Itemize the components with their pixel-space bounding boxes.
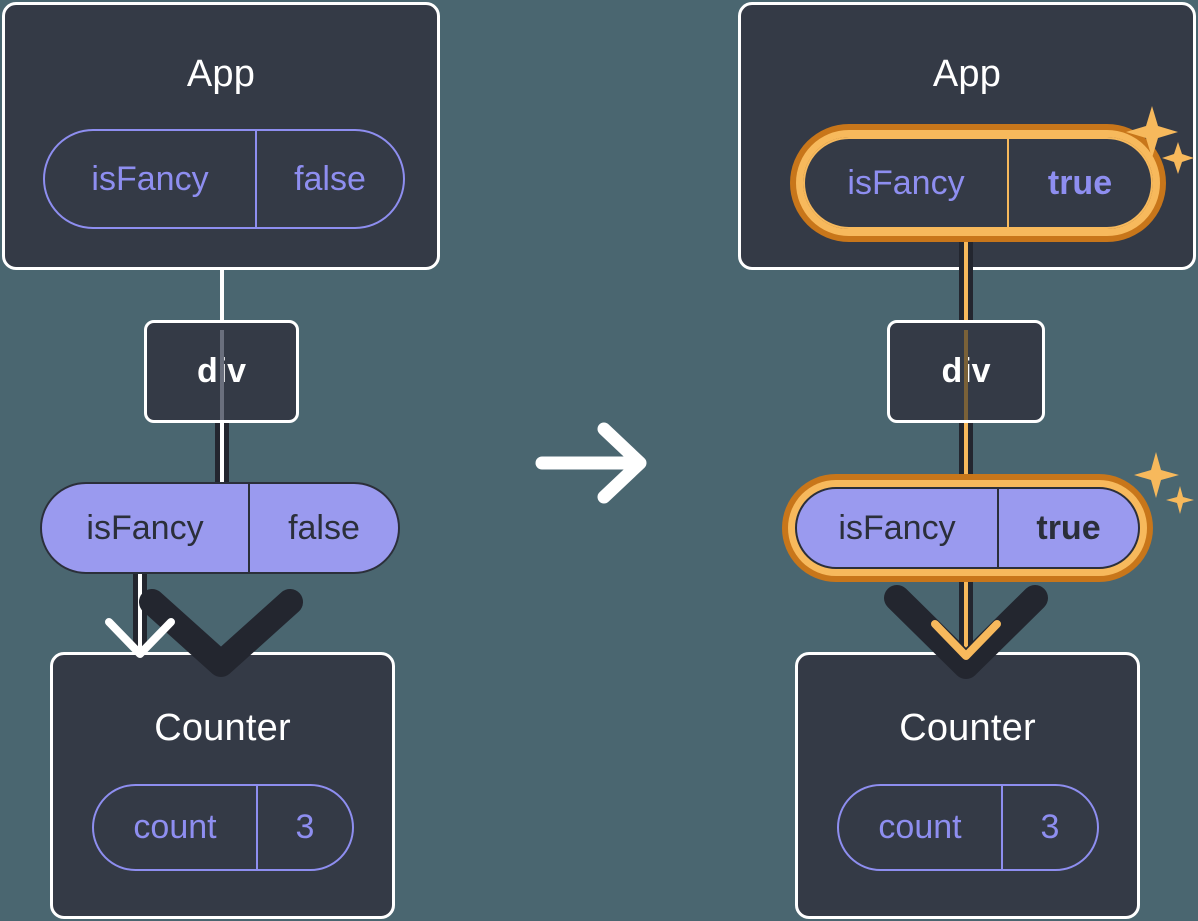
app-state-pill-before[interactable]: isFancy false [43, 129, 405, 229]
app-card-before: App isFancy false [2, 2, 440, 270]
connector-core [964, 420, 968, 486]
app-card-title: App [932, 53, 1002, 95]
app-state-pill-key: isFancy [91, 159, 209, 198]
counter-state-pill-value: 3 [256, 786, 352, 869]
counter-card-title: Counter [899, 707, 1036, 749]
app-state-pill-after[interactable]: isFancy true [803, 137, 1153, 229]
connector-stripe-through-div-before [220, 330, 224, 420]
counter-card-title: Counter [154, 707, 291, 749]
connector-app-to-div-after [959, 228, 973, 324]
connector-core [138, 572, 142, 650]
app-card-title: App [186, 53, 256, 95]
counter-state-pill-key: count [133, 808, 217, 846]
counter-state-pill-value: 3 [1001, 786, 1097, 869]
counter-state-pill-before[interactable]: count 3 [92, 784, 354, 871]
connector-div-to-pill-before [215, 420, 229, 485]
prop-pill-before[interactable]: isFancy false [40, 482, 400, 574]
sparkles-icon-app [1126, 106, 1194, 174]
sparkles-icon-prop [1134, 452, 1194, 514]
connector-core [220, 420, 224, 485]
counter-card-after: Counter count 3 [795, 652, 1140, 919]
connector-div-to-pill-after [959, 420, 973, 486]
prop-pill-value: false [248, 484, 398, 572]
connector-stripe-through-div-after [964, 330, 968, 420]
connector-app-to-div-before [220, 268, 224, 320]
connector-pill-to-counter-before [133, 572, 147, 650]
app-state-pill-value: false [255, 131, 403, 227]
prop-pill-value: true [997, 489, 1138, 567]
app-state-pill-value: true [1007, 139, 1151, 227]
render-arrow-after [884, 585, 1048, 679]
connector-core [964, 228, 968, 324]
prop-pill-key: isFancy [86, 508, 204, 547]
render-arrowhead-after [931, 620, 1001, 660]
render-arrow-before [139, 589, 303, 677]
prop-pill-after[interactable]: isFancy true [795, 487, 1140, 569]
counter-state-pill-key: count [878, 808, 962, 846]
render-arrowhead-before [105, 618, 175, 658]
connector-core [964, 576, 968, 654]
prop-pill-key: isFancy [838, 508, 956, 547]
transition-arrow-right-icon [535, 422, 647, 504]
counter-card-before: Counter count 3 [50, 652, 395, 919]
counter-state-pill-after[interactable]: count 3 [837, 784, 1099, 871]
app-state-pill-key: isFancy [847, 163, 965, 202]
connector-pill-to-counter-after [959, 576, 973, 654]
